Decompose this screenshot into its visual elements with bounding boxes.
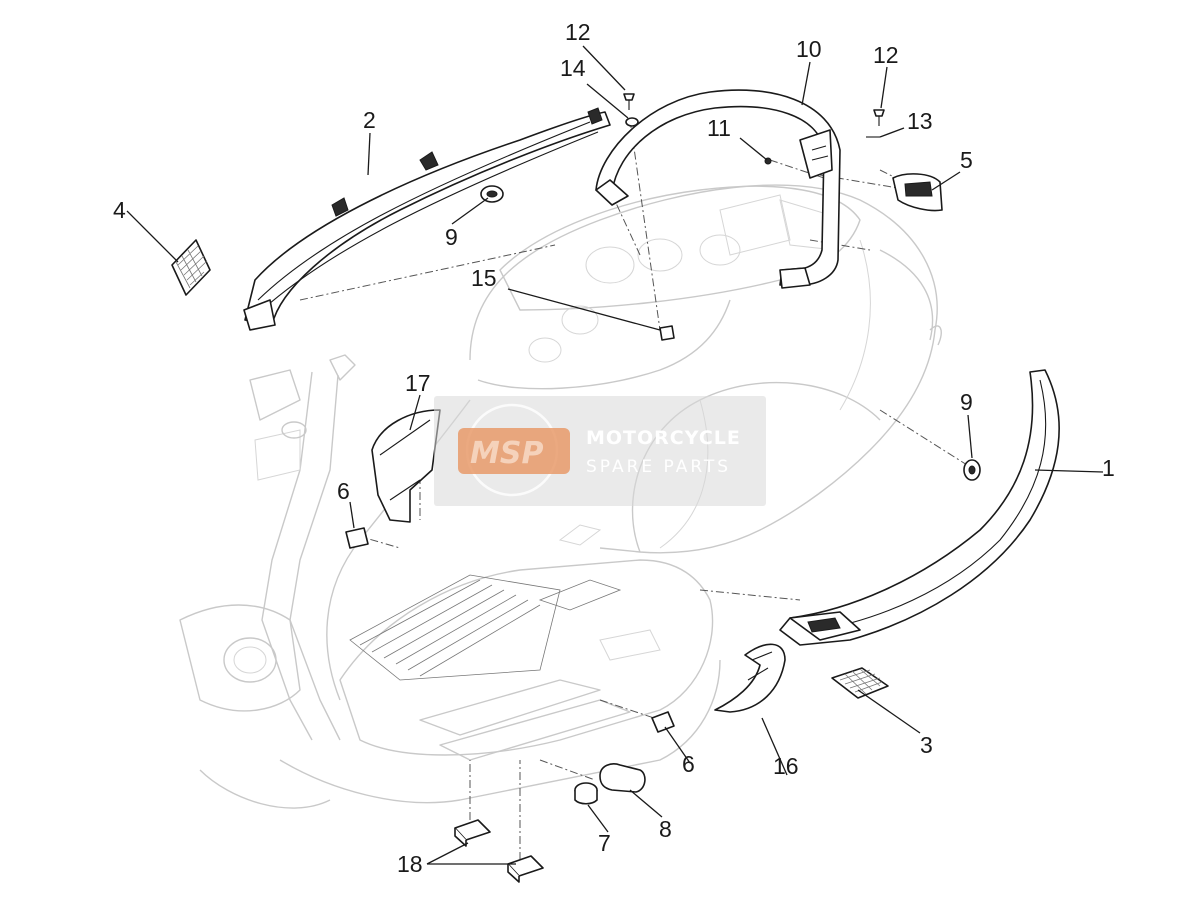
callout-17: 17 [405,370,431,396]
part-2-side-trim[interactable] [243,107,611,331]
watermark-subtitle: SPARE PARTS [586,457,731,477]
part-1-side-trim[interactable] [779,369,1060,646]
part-18-cap-lower[interactable] [507,855,544,883]
floor-mat-texture [349,574,622,681]
callout-4: 4 [113,197,126,223]
callout-16: 16 [773,753,799,779]
part-8-rubber-pad[interactable] [599,763,646,793]
watermark-title: MOTORCYCLE [586,427,741,449]
part-5-badge[interactable] [892,173,943,212]
part-7-plug[interactable] [574,782,598,805]
part-6-clip-right[interactable] [651,711,675,733]
callout-1: 1 [1102,455,1115,481]
callout-14: 14 [560,55,586,81]
part-12-screw-right[interactable] [873,109,885,126]
leader-lines [126,45,1104,865]
callout-12b: 12 [873,42,899,68]
part-18-cap-upper[interactable] [454,819,491,847]
part-12-screw-left[interactable] [623,93,635,110]
part-15-clip[interactable] [659,325,675,341]
part-17-inner-panel[interactable] [371,409,441,523]
callout-15: 15 [471,265,497,291]
callout-5: 5 [960,147,973,173]
callout-6b: 6 [682,751,695,777]
callout-3: 3 [920,732,933,758]
part-9-grommet-right[interactable] [963,459,981,481]
callout-7: 7 [598,830,611,856]
scooter-body-frame [179,184,942,809]
callout-9a: 9 [445,224,458,250]
part-3-emblem[interactable] [831,667,889,699]
callout-12a: 12 [565,19,591,45]
part-9-grommet-upper[interactable] [480,185,504,203]
callout-13: 13 [907,108,933,134]
callout-8: 8 [659,816,672,842]
watermark: MSP MOTORCYCLE SPARE PARTS [434,396,766,506]
part-14-washer[interactable] [625,117,639,127]
callout-10: 10 [796,36,822,62]
callout-labels: 1 2 3 4 5 6 6 7 8 9 9 10 11 12 12 13 14 … [113,19,1115,877]
callout-6a: 6 [337,478,350,504]
part-16-lower-panel[interactable] [714,643,786,713]
watermark-logo-text: MSP [470,436,543,471]
callout-2: 2 [363,107,376,133]
part-4-emblem[interactable] [171,239,211,296]
callout-9b: 9 [960,389,973,415]
callout-11: 11 [707,115,731,141]
callout-18: 18 [397,851,423,877]
part-10-grab-rail[interactable] [595,89,841,289]
part-6-clip-left[interactable] [345,527,369,549]
assembly-lines [299,119,976,860]
